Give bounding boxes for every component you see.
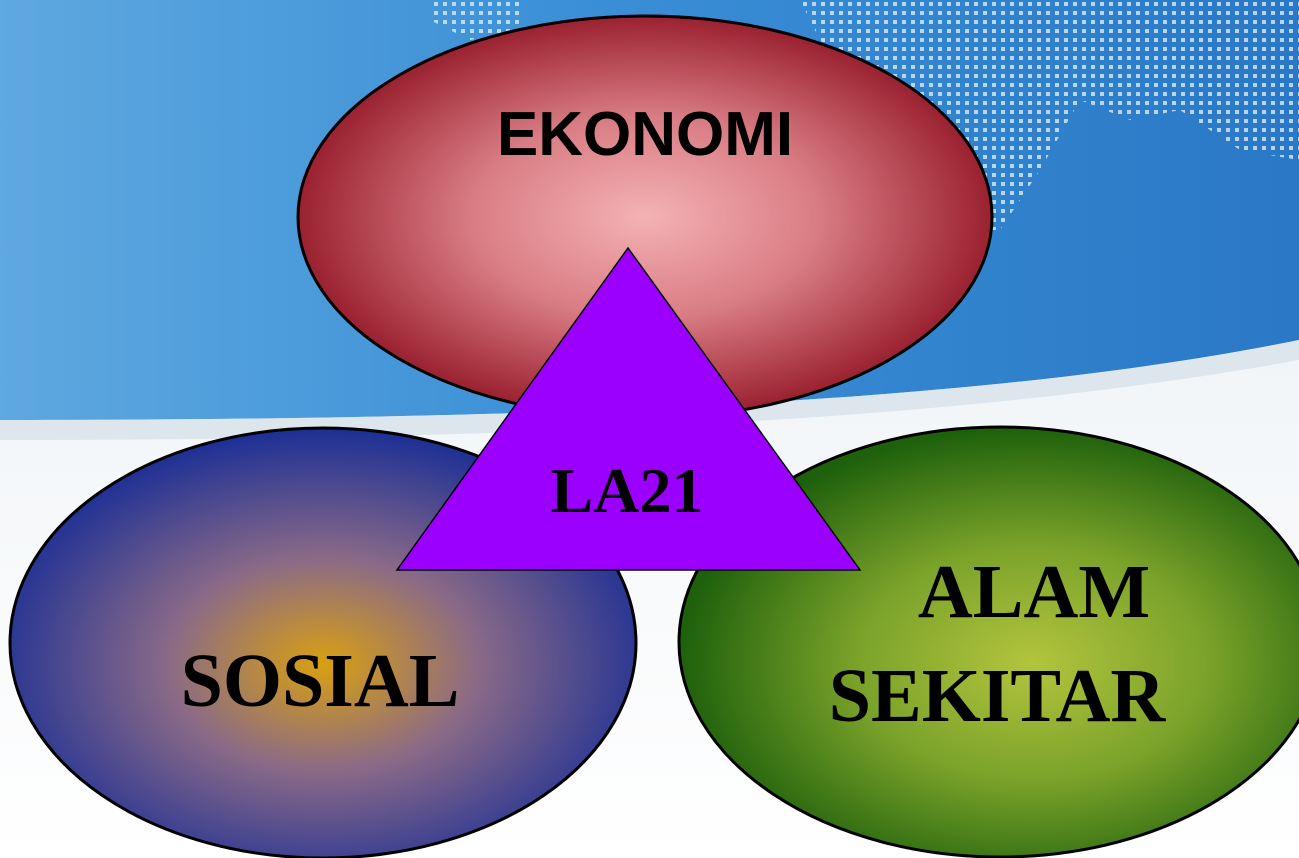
sekitar-label: SEKITAR bbox=[829, 654, 1167, 738]
alam-label: ALAM bbox=[918, 550, 1150, 634]
world-map-dots bbox=[430, 0, 520, 40]
sosial-label: SOSIAL bbox=[181, 639, 460, 723]
la21-triangle bbox=[395, 246, 862, 571]
world-map-dots-right bbox=[800, 0, 1299, 230]
ekonomi-label: EKONOMI bbox=[497, 100, 793, 169]
la21-label: LA21 bbox=[551, 455, 704, 526]
